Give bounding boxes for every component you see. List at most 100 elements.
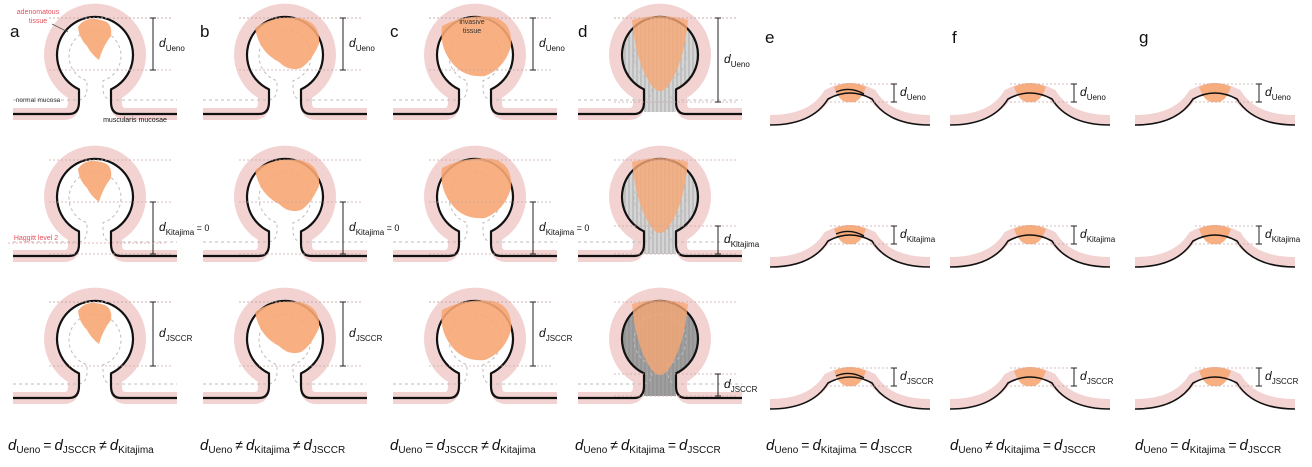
formula-subscript: JSCCR	[445, 445, 478, 456]
formula-subscript: JSCCR	[687, 445, 720, 456]
sessile-panel-f-row-3: dJSCCR	[950, 367, 1114, 409]
measure-label-jsccr: dJSCCR	[1080, 369, 1114, 386]
formula-operator: =	[1043, 437, 1051, 453]
polyp-panel-d-row-3: dJSCCR	[578, 294, 758, 398]
formula-subscript: Kitajima	[500, 445, 536, 456]
measure-label-kitajima: dKitajima = 0	[159, 220, 209, 237]
formula-subscript: Kitajima	[118, 445, 154, 456]
sessile-panel-e-row-2: dKitajima	[770, 225, 936, 267]
measure-label-kitajima: dKitajima	[900, 227, 936, 244]
adenomatous-lesion	[78, 161, 111, 202]
formula-operator: =	[425, 437, 433, 453]
formula-subscript: Kitajima	[1004, 445, 1040, 456]
measure-label-kitajima: dKitajima = 0	[539, 220, 589, 237]
polyp-panel-d-row-2: dKitajima	[578, 152, 760, 256]
formula-subscript: JSCCR	[1248, 445, 1281, 456]
formula-subscript: Kitajima	[1190, 445, 1226, 456]
formula-operator: =	[43, 437, 51, 453]
formula-subscript: Ueno	[583, 445, 607, 456]
formula-operator: ≠	[610, 437, 618, 453]
formula-operator: =	[801, 437, 809, 453]
sessile-panel-f-row-1: dUeno	[950, 83, 1110, 125]
polyp-panel-b-row-3: dJSCCR	[203, 294, 383, 398]
formula-d: d	[1240, 437, 1248, 454]
formula-d: d	[110, 437, 118, 454]
measure-label-ueno: dUeno	[900, 85, 926, 102]
formula-d: d	[1181, 437, 1189, 454]
panel-label-a: a	[10, 22, 19, 42]
formula-operator: ≠	[99, 437, 107, 453]
measure-label-ueno: dUeno	[159, 36, 185, 53]
formula-subscript: Kitajima	[821, 445, 857, 456]
formula-e: dUeno=dKitajima=dJSCCR	[766, 437, 912, 456]
normal-mucosa-label: normal mucosa	[16, 97, 61, 104]
panel-label-g: g	[1139, 28, 1148, 48]
formula-subscript: Kitajima	[254, 445, 290, 456]
measure-label-jsccr: dJSCCR	[900, 369, 934, 386]
polyp-panel-c-row-2: dKitajima = 0	[393, 152, 589, 256]
panel-label-b: b	[200, 22, 209, 42]
measure-label-jsccr: dJSCCR	[159, 326, 193, 343]
measure-label-kitajima: dKitajima = 0	[349, 220, 399, 237]
formula-operator: =	[668, 437, 676, 453]
formula-subscript: Ueno	[208, 445, 232, 456]
measure-label-jsccr: dJSCCR	[724, 377, 758, 394]
formula-a: dUeno=dJSCCR≠dKitajima	[8, 437, 154, 456]
polyp-panel-b-row-1: dUeno	[203, 10, 375, 114]
formula-d: d	[492, 437, 500, 454]
formula-operator: ≠	[293, 437, 301, 453]
formula-subscript: Ueno	[16, 445, 40, 456]
formula-d: d	[871, 437, 879, 454]
formula-operator: =	[859, 437, 867, 453]
formula-g: dUeno=dKitajima=dJSCCR	[1135, 437, 1281, 456]
formula-d: d	[436, 437, 444, 454]
formula-subscript: Ueno	[958, 445, 982, 456]
measure-label-ueno: dUeno	[724, 52, 750, 69]
adenomatous-tissue-label: adenomatoustissue	[17, 9, 60, 25]
formula-operator: ≠	[985, 437, 993, 453]
formula-subscript: JSCCR	[63, 445, 96, 456]
sessile-panel-e-row-1: dUeno	[770, 83, 930, 125]
sessile-panel-g-row-1: dUeno	[1135, 83, 1295, 125]
formula-subscript: JSCCR	[1062, 445, 1095, 456]
formula-d: d	[304, 437, 312, 454]
sessile-panel-f-row-2: dKitajima	[950, 225, 1116, 267]
formula-subscript: JSCCR	[879, 445, 912, 456]
measure-label-jsccr: dJSCCR	[539, 326, 573, 343]
panel-label-e: e	[765, 28, 774, 48]
adenomatous-lesion	[255, 17, 319, 69]
adenomatous-lesion	[78, 19, 111, 60]
formula-subscript: Ueno	[398, 445, 422, 456]
measure-label-jsccr: dJSCCR	[1265, 369, 1299, 386]
formula-operator: =	[1170, 437, 1178, 453]
adenomatous-lesion	[78, 303, 111, 344]
polyp-panel-b-row-2: dKitajima = 0	[203, 152, 399, 256]
measure-label-kitajima: dKitajima	[724, 232, 760, 249]
sessile-panel-g-row-2: dKitajima	[1135, 225, 1301, 267]
measure-label-ueno: dUeno	[539, 36, 565, 53]
formula-c: dUeno=dJSCCR≠dKitajima	[390, 437, 536, 456]
measure-label-kitajima: dKitajima	[1080, 227, 1116, 244]
panel-label-d: d	[578, 22, 587, 42]
formula-subscript: JSCCR	[312, 445, 345, 456]
adenomatous-lesion	[255, 159, 319, 211]
formula-f: dUeno≠dKitajima=dJSCCR	[950, 437, 1096, 456]
formula-subscript: Ueno	[774, 445, 798, 456]
haggitt-level-label: Haggitt level 2	[14, 235, 58, 242]
formula-operator: ≠	[481, 437, 489, 453]
measure-label-ueno: dUeno	[1080, 85, 1106, 102]
measure-label-ueno: dUeno	[349, 36, 375, 53]
polyp-panel-a-row-3: dJSCCR	[13, 294, 193, 398]
panel-label-c: c	[390, 22, 399, 42]
formula-d: dUeno≠dKitajima=dJSCCR	[575, 437, 721, 456]
formula-operator: =	[1228, 437, 1236, 453]
measure-label-ueno: dUeno	[1265, 85, 1291, 102]
formula-d: d	[54, 437, 62, 454]
formula-operator: ≠	[235, 437, 243, 453]
polyp-panel-c-row-3: dJSCCR	[393, 294, 573, 398]
adenomatous-lesion	[255, 301, 319, 353]
muscularis-mucosae-label: muscularis mucosae	[103, 117, 167, 124]
sessile-panel-e-row-3: dJSCCR	[770, 367, 934, 409]
polyp-panel-d-row-1: dUeno	[578, 10, 750, 114]
